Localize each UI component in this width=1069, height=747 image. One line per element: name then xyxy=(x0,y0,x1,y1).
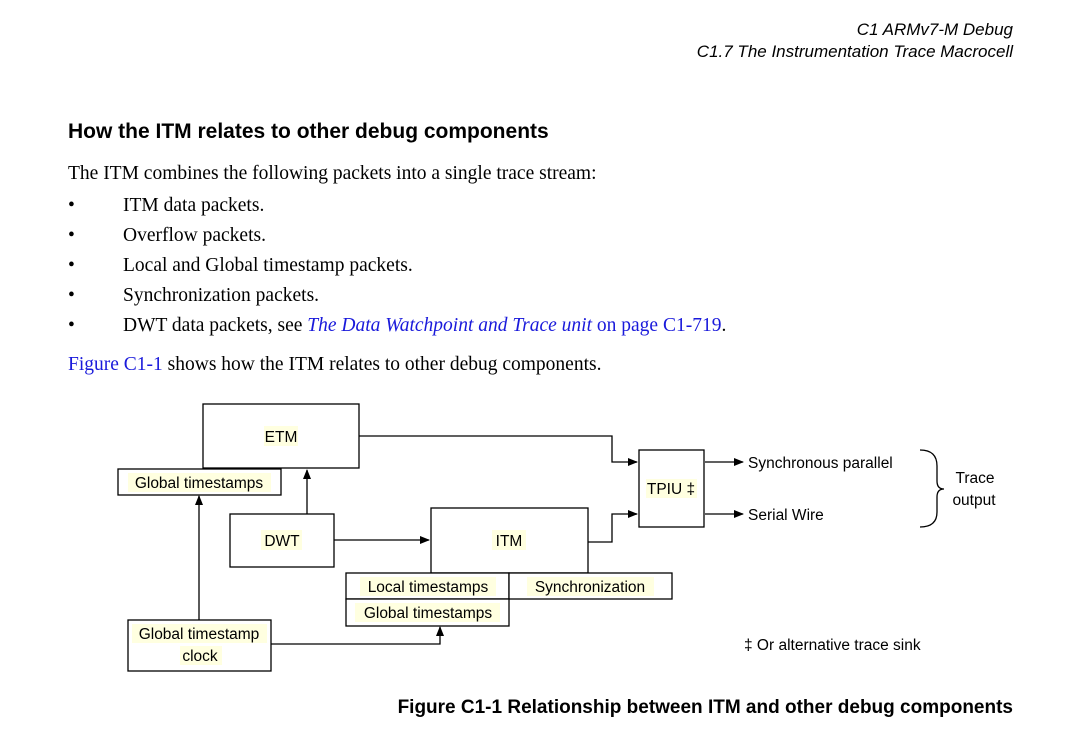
list-item-text: Local and Global timestamp packets. xyxy=(123,255,413,276)
list-item: • DWT data packets, see The Data Watchpoi… xyxy=(68,313,726,343)
etm-label: ETM xyxy=(265,429,298,446)
connectors xyxy=(195,435,945,645)
dwt-label: DWT xyxy=(264,533,300,550)
etm-to-tpiu-arrow xyxy=(359,435,638,466)
list-item: • Synchronization packets. xyxy=(68,283,726,313)
section-heading: How the ITM relates to other debug compo… xyxy=(68,120,549,143)
list-item-text: Overflow packets. xyxy=(123,225,266,246)
label-highlights xyxy=(128,426,697,665)
list-item-text: DWT data packets, see xyxy=(123,315,308,336)
trace-output-brace xyxy=(919,449,945,528)
diagram-footnote: ‡ Or alternative trace sink xyxy=(744,637,921,654)
trace-output-label-line2: output xyxy=(952,492,996,509)
bullet-mark: • xyxy=(68,315,75,336)
bullet-mark: • xyxy=(68,255,75,276)
trace-output-label-line1: Trace xyxy=(955,470,994,487)
figure-reference-text: shows how the ITM relates to other debug… xyxy=(162,354,602,375)
figure-link[interactable]: Figure C1-1 xyxy=(68,354,163,375)
intro-paragraph: The ITM combines the following packets i… xyxy=(68,163,597,184)
figure-reference-paragraph: Figure C1-1 shows how the ITM relates to… xyxy=(68,354,601,376)
timestamp-clock-label-line1: Global timestamp xyxy=(139,626,260,643)
itm-to-tpiu-arrow xyxy=(588,510,638,543)
packet-list: • ITM data packets. • Overflow packets. • L… xyxy=(68,193,726,343)
timestamp-clock-label-line2: clock xyxy=(182,648,218,665)
clock-to-itm-arrow xyxy=(270,626,444,645)
list-item: • Local and Global timestamp packets. xyxy=(68,253,726,283)
running-header-section: C1.7 The Instrumentation Trace Macrocell xyxy=(696,42,1013,61)
synchronization-label: Synchronization xyxy=(535,579,645,596)
list-item: • Overflow packets. xyxy=(68,223,726,253)
figure-caption: Figure C1-1 Relationship between ITM and… xyxy=(397,697,1013,718)
bullet-mark: • xyxy=(68,285,75,306)
local-timestamps-label: Local timestamps xyxy=(368,579,489,596)
list-item-suffix: . xyxy=(721,315,727,336)
itm-global-timestamps-label: Global timestamps xyxy=(364,605,493,622)
bullet-mark: • xyxy=(68,195,75,216)
itm-label: ITM xyxy=(496,533,523,550)
list-item-text: ITM data packets. xyxy=(123,195,265,216)
page-reference-link[interactable]: on page C1-719 xyxy=(596,315,722,336)
etm-global-timestamps-label: Global timestamps xyxy=(135,475,264,492)
list-item: • ITM data packets. xyxy=(68,193,726,223)
serial-wire-label: Serial Wire xyxy=(748,507,824,524)
synchronous-parallel-label: Synchronous parallel xyxy=(748,455,893,472)
etm-box xyxy=(202,403,360,469)
bullet-mark: • xyxy=(68,225,75,246)
dwt-section-link[interactable]: The Data Watchpoint and Trace unit xyxy=(307,315,593,336)
list-item-text: Synchronization packets. xyxy=(123,285,320,306)
tpiu-label: TPIU ‡ xyxy=(647,481,695,498)
running-header-chapter: C1 ARMv7-M Debug xyxy=(856,20,1013,39)
